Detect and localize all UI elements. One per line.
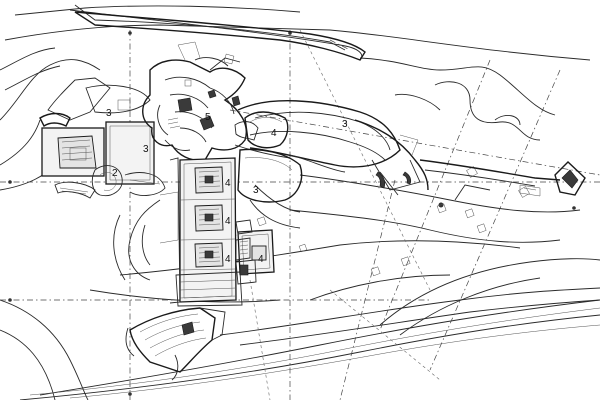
service-block [235,219,275,285]
room-label-3-center: 3 [253,185,259,196]
room-label-3-left: 3 [143,144,149,155]
roadway-lines [0,258,600,400]
room-label-5-atrium: 5 [205,112,211,123]
room-label-2: 2 [112,168,118,179]
south-pavilion [125,307,226,381]
canopy-structure [237,100,586,201]
room-label-4-gallery-a: 4 [225,178,231,189]
room-labels: 2 3 3 3 3 4 4 4 4 4 5 [106,108,348,265]
room-label-4-service: 4 [258,254,264,265]
roof-canopy-top [74,11,366,61]
gallery-column [159,157,243,307]
site-markers [184,53,530,277]
room-label-4-gallery-b: 4 [225,216,231,227]
gallery-wing-left [39,77,166,199]
grid-axes [0,29,600,400]
room-label-4-gallery-c: 4 [225,254,231,265]
room-label-3-upper: 3 [106,108,112,119]
room-label-3-right: 3 [342,119,348,130]
room-label-4-fish: 4 [271,128,277,139]
gallery-long [237,148,303,203]
gallery-fish [234,111,291,159]
central-atrium [142,41,259,162]
